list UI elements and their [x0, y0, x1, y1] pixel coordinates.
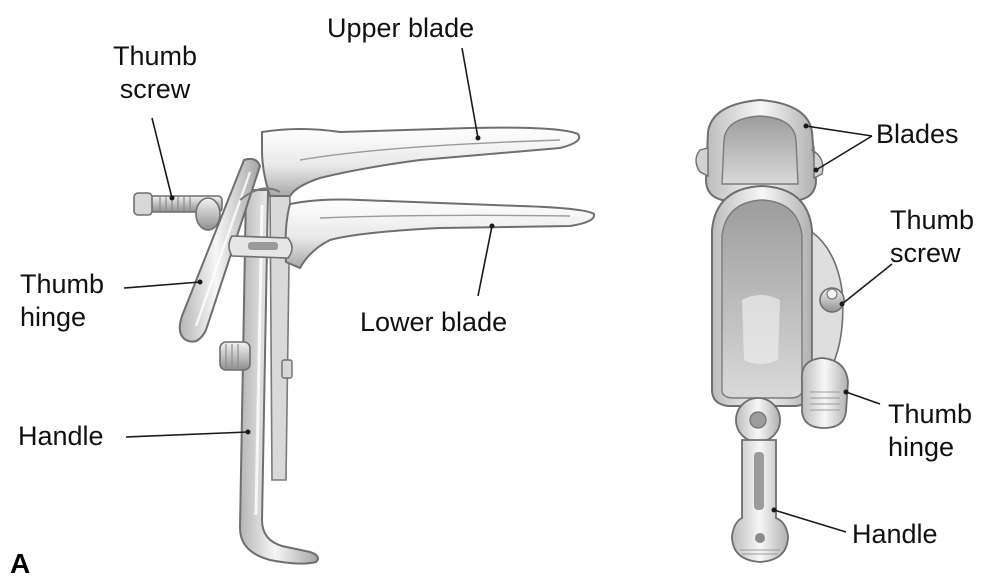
label-side-thumb-hinge-line2: hinge	[20, 301, 104, 334]
label-front-thumb-screw-line2: screw	[890, 237, 974, 270]
front-view-speculum	[696, 100, 848, 562]
side-view-speculum	[134, 128, 594, 564]
label-front-thumb-hinge-line2: hinge	[888, 431, 972, 464]
label-front-thumb-screw: Thumb screw	[890, 204, 974, 270]
label-blades: Blades	[876, 118, 959, 151]
label-side-thumb-screw: Thumb screw	[98, 40, 212, 106]
label-front-thumb-hinge: Thumb hinge	[888, 398, 972, 464]
label-front-thumb-screw-line1: Thumb	[890, 204, 974, 237]
label-upper-blade: Upper blade	[327, 12, 474, 45]
label-front-thumb-hinge-line1: Thumb	[888, 398, 972, 431]
panel-label: A	[10, 548, 30, 580]
label-lower-blade: Lower blade	[360, 306, 507, 339]
label-side-thumb-hinge: Thumb hinge	[20, 268, 104, 334]
label-front-handle: Handle	[852, 518, 938, 551]
label-side-handle: Handle	[18, 420, 104, 453]
label-side-thumb-hinge-line1: Thumb	[20, 268, 104, 301]
side-upper-blade-shape	[262, 128, 579, 196]
side-lower-blade-shape	[286, 200, 595, 269]
label-side-thumb-screw-line1: Thumb	[98, 40, 212, 73]
label-side-thumb-screw-line2: screw	[98, 73, 212, 106]
